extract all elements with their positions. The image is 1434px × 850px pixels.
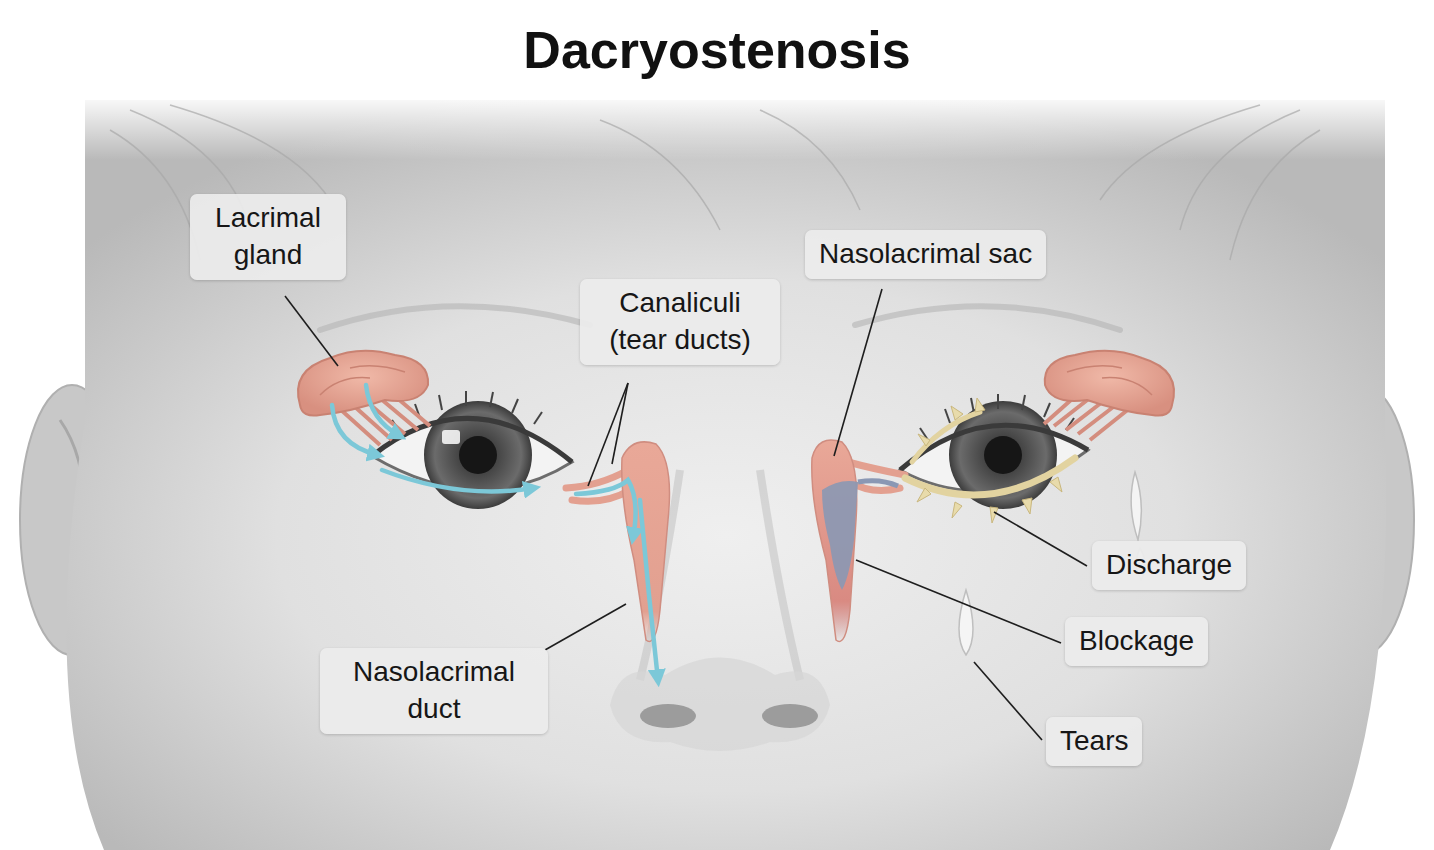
right-eye-part-part [1044, 403, 1050, 417]
discharge-crust-part-part [952, 502, 962, 518]
tear-drops-part [959, 590, 973, 655]
part-label: Blockage [1079, 623, 1194, 660]
eyebrows-part [855, 306, 1120, 330]
leader-lines-part [545, 604, 626, 650]
label-box: Canaliculi (tear ducts) [580, 279, 780, 365]
right-nasolacrimal-system [812, 440, 905, 641]
right-nostril [762, 704, 818, 728]
part-label: Discharge [1106, 547, 1232, 584]
right-lacrimal-gland-part [1045, 351, 1174, 416]
tear-flow-arrows [332, 385, 658, 680]
right-canaliculi [848, 462, 905, 475]
left-lacrimal-gland [298, 351, 430, 445]
leader-lines-part [994, 512, 1087, 566]
label-box: Tears [1046, 717, 1142, 766]
discharge-crust-part-part [1050, 477, 1062, 492]
right-eye-part [900, 425, 1088, 470]
left-nasolacrimal-system [566, 442, 670, 642]
part-label: Nasolacrimal duct [334, 654, 534, 728]
left-eye-part [442, 430, 460, 444]
right-eye-part-part [945, 409, 950, 423]
right-eye-part-part [997, 394, 999, 409]
right-nasolacrimal-system-part [858, 481, 898, 486]
hair-strands-part [110, 130, 200, 260]
label-box: Discharge [1092, 541, 1246, 590]
left-eye-part [459, 436, 497, 474]
right-eye-part-part [1022, 395, 1025, 410]
leader-lines-part [974, 662, 1042, 740]
discharge-crust-part-part [951, 406, 963, 420]
hair-strands-part [170, 105, 330, 200]
leader-lines-part [834, 289, 882, 456]
hair-strands-part [1100, 105, 1260, 200]
discharge-crust-part-part [1022, 498, 1032, 514]
left-lacrimal-gland-part [320, 366, 405, 395]
hair-strands-part [1230, 130, 1320, 260]
left-lacrimal-gland-part [298, 351, 428, 416]
discharge-crust-part-part [975, 398, 985, 412]
blockage-mass [822, 481, 858, 590]
tear-flow-arrows-part [576, 480, 636, 538]
part-label: Tears [1060, 723, 1128, 760]
tear-flow-arrows-part [640, 500, 658, 680]
tear-flow-arrows-part [366, 385, 400, 436]
right-eye-part [984, 436, 1022, 474]
discharge-crust-part-part [918, 434, 930, 446]
right-eye-part-part [971, 398, 974, 413]
nose-part [610, 658, 830, 752]
label-box: Lacrimal gland [190, 194, 346, 280]
eyebrows-part [320, 306, 590, 330]
discharge-crust-part [912, 412, 980, 462]
left-eye-part-part [465, 391, 467, 406]
part-label: Canaliculi (tear ducts) [594, 285, 766, 359]
nose-part [760, 470, 800, 680]
hair-strands-part [760, 110, 860, 210]
head [20, 100, 1414, 850]
tear-drops-part [1131, 472, 1141, 540]
part-label: Nasolacrimal sac [819, 236, 1032, 273]
hair-strands-part [1180, 110, 1300, 230]
left-eye-part-part [439, 395, 442, 410]
label-box: Blockage [1065, 617, 1208, 666]
right-lacrimal-gland [1044, 351, 1174, 440]
discharge-crust [905, 398, 1075, 523]
diagram-title: Dacryostenosis [0, 22, 1434, 79]
discharge-crust-part [905, 458, 1075, 495]
left-eye [372, 391, 572, 509]
left-eye-part-part [512, 399, 518, 413]
discharge-crust-part-part [917, 488, 931, 502]
right-lacrimal-gland-part [1067, 366, 1152, 395]
label-box: Nasolacrimal sac [805, 230, 1046, 279]
tear-flow-arrows-part [332, 405, 378, 455]
face [66, 100, 1386, 850]
left-nostril [640, 704, 696, 728]
left-eye-part [372, 418, 572, 462]
leader-lines-part [612, 383, 628, 464]
discharge-crust-part [917, 398, 1062, 523]
tear-flow-arrows-part [382, 470, 534, 491]
hair-strands-part [600, 120, 720, 230]
part-label: Lacrimal gland [204, 200, 332, 274]
left-eye-part-part [534, 412, 542, 424]
leader-lines-part [588, 383, 628, 486]
leader-lines-part [856, 560, 1061, 643]
label-box: Nasolacrimal duct [320, 648, 548, 734]
left-eye-part-part [490, 392, 493, 407]
discharge-crust-part-part [990, 507, 998, 523]
leader-lines-part [285, 296, 338, 366]
